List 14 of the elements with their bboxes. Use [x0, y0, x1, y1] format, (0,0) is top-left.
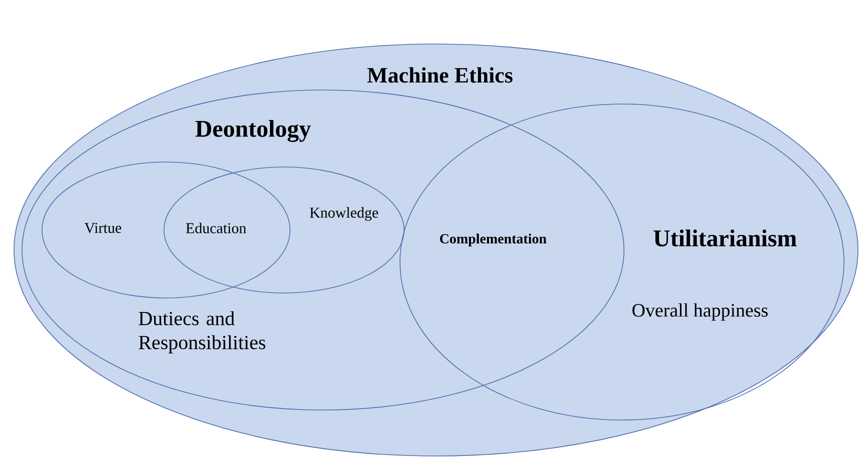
set-ellipse	[164, 166, 404, 294]
set-label: Knowledge	[310, 207, 378, 221]
set-ellipse	[400, 104, 844, 420]
set-ellipse	[14, 44, 858, 456]
set-label: Virtue	[84, 222, 122, 234]
overlap-label: Complementation	[440, 234, 546, 246]
set-ellipse	[22, 90, 624, 410]
set-label: Overall happiness	[632, 303, 768, 321]
set-label: Machine Ethics	[367, 67, 512, 83]
overlap-label: Education	[186, 222, 246, 234]
set-label: Dutiecs and Responsibilities	[138, 311, 266, 354]
set-ellipse	[42, 162, 290, 298]
set-label: Deontology	[195, 120, 311, 142]
set-label: Utilitarianism	[654, 230, 797, 246]
